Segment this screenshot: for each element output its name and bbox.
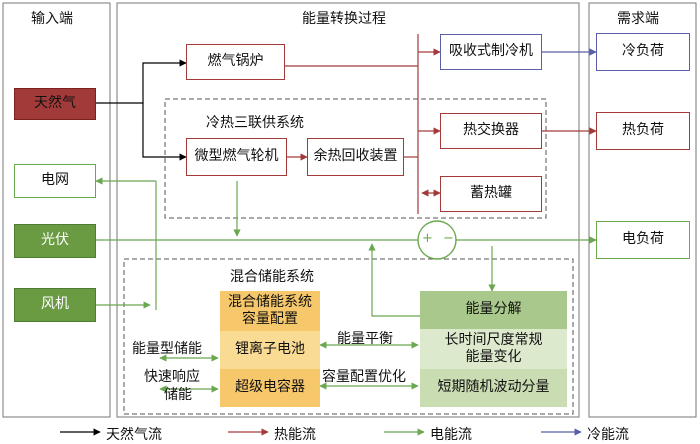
gas-boiler: 燃气锅炉 (186, 44, 285, 80)
storage-config-line2: 容量配置 (242, 311, 298, 327)
energy-balance-label: 能量平衡 (337, 331, 393, 347)
input-section-frame (2, 2, 111, 418)
process-section-frame (116, 2, 580, 418)
legend-elec-label: 电能流 (430, 427, 472, 443)
energy-decomposition: 能量分解 (420, 291, 567, 329)
storage-title: 混合储能系统 (230, 269, 314, 285)
electric-bus-node (417, 220, 457, 260)
legend-cold-label: 冷能流 (587, 427, 629, 443)
long-line2: 能量变化 (465, 349, 522, 365)
short-term-fluctuation: 短期随机波动分量 (420, 369, 567, 407)
legend-heat-label: 热能流 (274, 427, 316, 443)
demand-header: 需求端 (617, 11, 659, 27)
elec-flow-lines (95, 177, 597, 393)
micro-gas-turbine: 微型燃气轮机 (186, 138, 287, 176)
grid-source: 电网 (14, 164, 96, 198)
capacity-optimization-label: 容量配置优化 (322, 369, 406, 385)
process-header: 能量转换过程 (302, 11, 386, 27)
legend-gas-label: 天然气流 (106, 427, 162, 443)
fast-line2: 储能 (164, 387, 192, 403)
heat-storage-tank: 蓄热罐 (440, 176, 542, 212)
fast-response-storage-label: 快速响应 储能 (144, 368, 200, 404)
storage-capacity-config: 混合储能系统 容量配置 (220, 291, 320, 331)
heat-flow-lines (285, 34, 597, 214)
long-term-energy-change: 长时间尺度常规 能量变化 (420, 329, 567, 369)
waste-heat-recovery: 余热回收装置 (307, 138, 404, 176)
energy-type-storage-label: 能量型储能 (132, 341, 202, 357)
bus-plus-sign: + (422, 231, 433, 246)
gas-flow-lines (96, 59, 187, 161)
wind-source: 风机 (14, 288, 96, 322)
heat-exchanger: 热交换器 (440, 113, 542, 149)
long-line1: 长时间尺度常规 (444, 331, 543, 348)
bus-minus-sign: − (443, 231, 454, 246)
absorption-chiller: 吸收式制冷机 (440, 34, 542, 70)
heat-load: 热负荷 (596, 112, 690, 150)
demand-section-frame (588, 2, 697, 418)
fast-line1: 快速响应 (144, 369, 200, 385)
supercapacitor: 超级电容器 (220, 369, 320, 407)
input-header: 输入端 (31, 11, 73, 27)
chp-dashed-frame (164, 98, 547, 219)
lithium-battery: 锂离子电池 (220, 331, 320, 369)
natural-gas-source: 天然气 (14, 88, 96, 120)
cold-load: 冷负荷 (596, 33, 690, 71)
electric-load: 电负荷 (596, 221, 690, 259)
pv-source: 光伏 (14, 224, 96, 258)
storage-dashed-frame (123, 258, 574, 415)
chp-title: 冷热三联供系统 (206, 115, 304, 131)
storage-config-line1: 混合储能系统 (228, 293, 312, 310)
